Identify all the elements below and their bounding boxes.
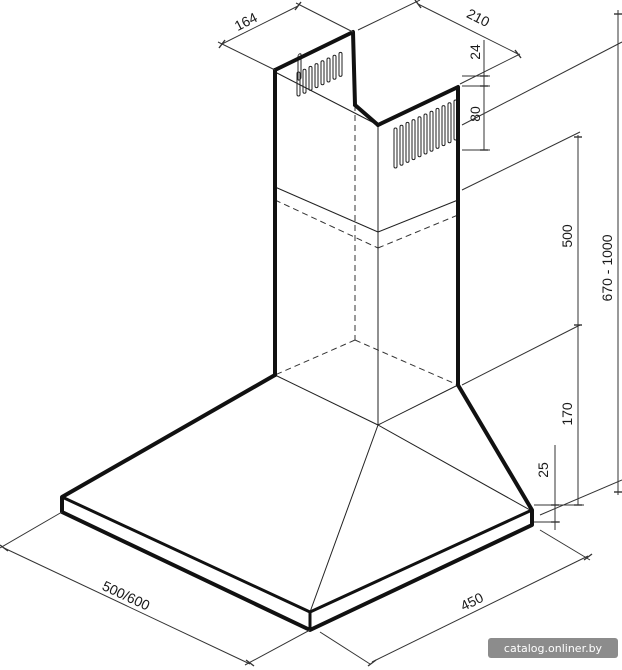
dim-vent-height: 80 xyxy=(467,106,483,122)
dim-edge-height: 25 xyxy=(535,462,551,478)
vent-slot xyxy=(441,105,446,147)
hidden-edges xyxy=(274,105,459,386)
dim-total-height: 670 - 1000 xyxy=(599,234,615,301)
dim-top-gap: 24 xyxy=(467,44,483,60)
vent-slot xyxy=(399,124,404,166)
vent-slot xyxy=(411,119,416,161)
watermark: catalog.onliner.by xyxy=(488,638,618,658)
watermark-text: catalog.onliner.by xyxy=(504,642,603,655)
dim-chimney-depth: 210 xyxy=(464,5,492,30)
vent-slots-rear xyxy=(296,51,343,97)
dim-hood-width: 500/600 xyxy=(100,578,153,614)
vent-slot xyxy=(302,68,307,94)
vent-slot xyxy=(332,54,337,80)
vent-slot xyxy=(393,127,398,169)
vent-slot xyxy=(423,113,428,155)
vent-slot xyxy=(320,60,325,86)
dim-canopy-height: 170 xyxy=(559,402,575,426)
dim-hood-depth: 450 xyxy=(458,589,486,614)
vent-slot xyxy=(296,71,301,97)
vent-slots-front xyxy=(393,99,458,169)
vent-slot xyxy=(405,121,410,163)
vent-slot xyxy=(314,63,319,89)
dim-telescope-height: 500 xyxy=(559,224,575,248)
vent-slot xyxy=(435,107,440,149)
vent-slot xyxy=(447,102,452,144)
dim-chimney-width: 164 xyxy=(232,9,260,34)
vent-slot xyxy=(326,57,331,83)
vent-slot xyxy=(308,65,313,91)
vent-slot xyxy=(338,51,343,77)
vent-slot xyxy=(417,116,422,158)
vent-slot xyxy=(429,110,434,152)
hood-outline xyxy=(60,30,534,632)
